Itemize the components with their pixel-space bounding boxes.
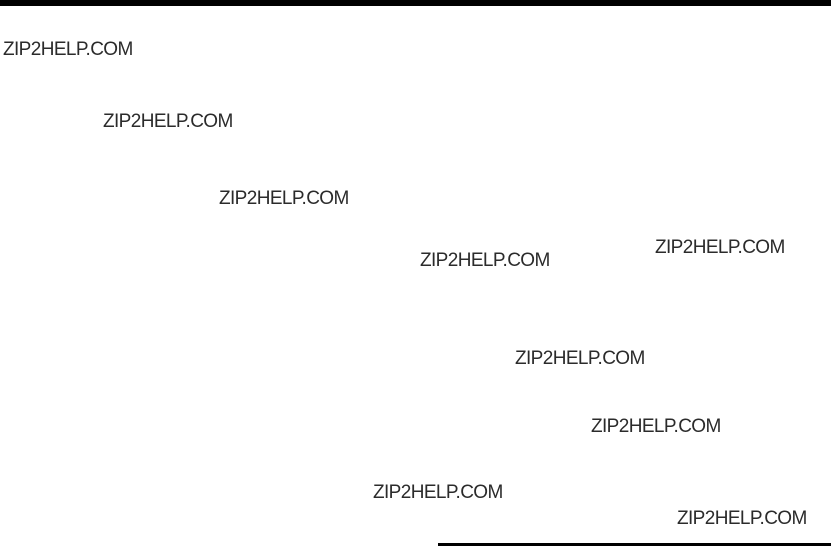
- watermark-text: ZIP2HELP.COM: [3, 39, 133, 60]
- top-border-bar: [0, 0, 831, 6]
- bottom-rule-line: [438, 543, 831, 546]
- watermark-text: ZIP2HELP.COM: [515, 348, 645, 369]
- watermark-text: ZIP2HELP.COM: [591, 416, 721, 437]
- watermark-text: ZIP2HELP.COM: [420, 250, 550, 271]
- watermark-text: ZIP2HELP.COM: [677, 508, 807, 529]
- watermark-text: ZIP2HELP.COM: [219, 188, 349, 209]
- watermark-text: ZIP2HELP.COM: [103, 111, 233, 132]
- watermark-text: ZIP2HELP.COM: [655, 237, 785, 258]
- watermark-text: ZIP2HELP.COM: [373, 482, 503, 503]
